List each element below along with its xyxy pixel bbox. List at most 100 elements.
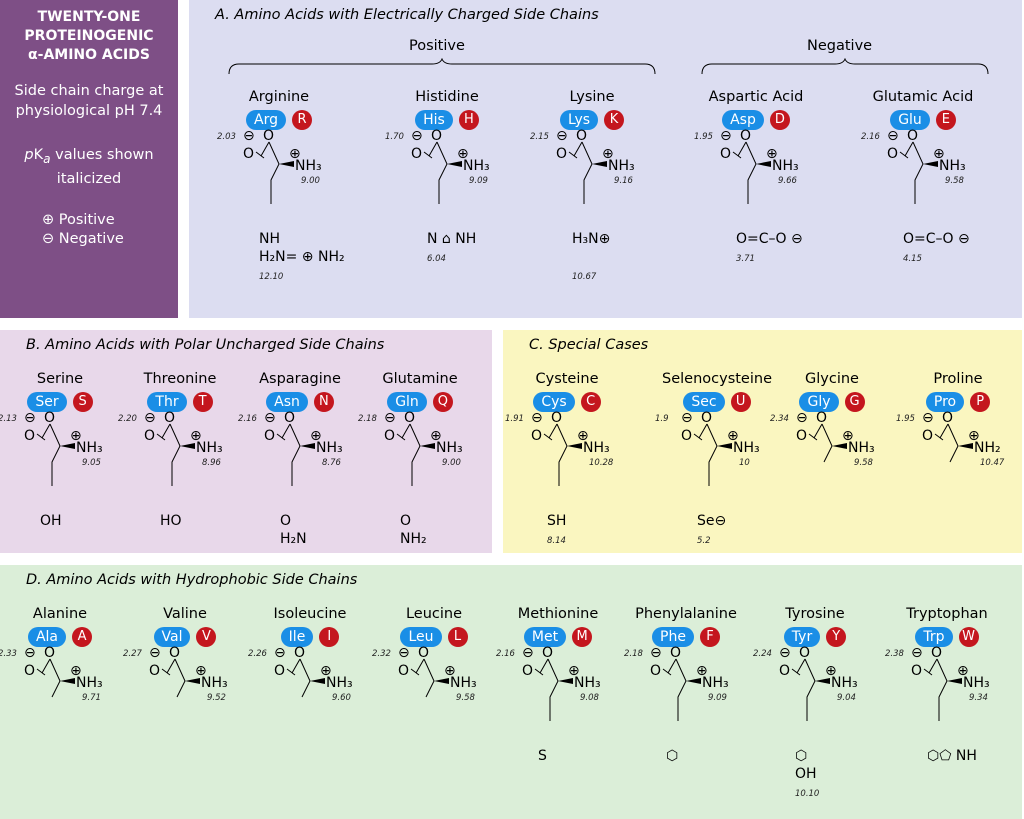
amino-acid-name: Alanine	[32, 606, 88, 622]
three-letter-code-badge: Arg	[246, 110, 286, 130]
side-chain-atom-label: NH	[259, 231, 280, 247]
pka-amine: 9.34	[969, 693, 988, 703]
plus-charge-icon: ⊕	[766, 146, 778, 162]
backbone-bonds	[662, 658, 701, 721]
side-chain-atom-label: ⬡	[666, 748, 679, 764]
oxygen-label: O	[650, 663, 662, 679]
amine-label: NH₃	[196, 440, 223, 456]
plus-charge-icon: ⊕	[957, 663, 969, 679]
pka-carboxyl: 2.38	[885, 649, 904, 659]
side-chain: OH	[40, 512, 62, 530]
plus-charge-icon: ⊕	[568, 663, 580, 679]
amino-acid-name: Histidine	[415, 89, 479, 105]
one-letter-code-badge: A	[72, 627, 93, 647]
oxygen-label: O	[911, 663, 923, 679]
backbone-bonds	[286, 658, 325, 698]
minus-charge-icon: ⊖	[779, 645, 791, 661]
side-chain-atom-label: S	[538, 748, 547, 764]
pka-amine: 9.58	[456, 693, 475, 703]
backbone-bonds	[693, 423, 732, 486]
backbone-bonds	[808, 423, 847, 463]
one-letter-code-badge: R	[291, 110, 312, 130]
pka-amine: 10.28	[589, 458, 614, 468]
minus-charge-icon: ⊖	[796, 410, 808, 426]
plus-charge-icon: ⊕	[289, 146, 301, 162]
minus-charge-icon: ⊖	[720, 128, 732, 144]
three-letter-code-badge: Pro	[925, 392, 965, 412]
pka-side-chain: 8.14	[547, 536, 566, 546]
side-chain-atom-label: ⬡	[795, 748, 808, 764]
pka-carboxyl: 2.32	[372, 649, 391, 659]
panel-title: B. Amino Acids with Polar Uncharged Side…	[26, 337, 385, 353]
oxygen-label: O	[243, 146, 255, 162]
oxygen-label: O	[931, 645, 943, 661]
amine-label: NH₃	[583, 440, 610, 456]
amine-label: NH₂	[974, 440, 1001, 456]
three-letter-code-badge: Thr	[147, 392, 187, 412]
oxygen-label: O	[942, 410, 954, 426]
three-letter-code-badge: Sec	[683, 392, 725, 412]
oxygen-label: O	[144, 428, 156, 444]
plus-charge-icon: ⊕	[933, 146, 945, 162]
side-chain: O=C–O ⊖	[736, 230, 803, 248]
amine-label: NH₃	[831, 675, 858, 691]
oxygen-label: O	[531, 428, 543, 444]
pka-side-chain: 10.10	[795, 789, 820, 799]
pka-side-chain: 12.10	[259, 272, 284, 282]
pka-amine: 9.52	[207, 693, 226, 703]
amine-label: NH₃	[463, 158, 490, 174]
amino-acid-name: Serine	[36, 371, 84, 387]
amine-label: NH₃	[295, 158, 322, 174]
minus-charge-icon: ⊖	[650, 645, 662, 661]
three-letter-code-badge: Phe	[652, 627, 694, 647]
oxygen-label: O	[263, 128, 275, 144]
oxygen-label: O	[418, 645, 430, 661]
amine-label: NH₃	[326, 675, 353, 691]
pka-carboxyl: 2.33	[0, 649, 17, 659]
pka-amine: 10.47	[980, 458, 1005, 468]
amino-acid-name: Asparagine	[259, 371, 341, 387]
amine-label: NH₃	[733, 440, 760, 456]
side-chain-atom-label: ⬡⬠ NH	[927, 748, 977, 764]
pka-amine: 9.58	[945, 176, 964, 186]
pka-side-chain: 6.04	[427, 254, 446, 264]
oxygen-label: O	[922, 428, 934, 444]
three-letter-code-badge: Lys	[559, 110, 599, 130]
amino-acid-name: Threonine	[143, 371, 217, 387]
side-chain-atom-label: O=C–O ⊖	[736, 231, 803, 247]
minus-charge-icon: ⊖	[384, 410, 396, 426]
pka-carboxyl: 1.91	[505, 414, 524, 424]
oxygen-label: O	[816, 410, 828, 426]
pka-carboxyl: 1.70	[385, 132, 404, 142]
amino-acid-name: Selenocysteine	[662, 371, 772, 387]
side-chain: ⬡⬠ NH	[927, 747, 977, 765]
pka-carboxyl: 2.18	[358, 414, 377, 424]
one-letter-code-badge: I	[319, 627, 340, 647]
